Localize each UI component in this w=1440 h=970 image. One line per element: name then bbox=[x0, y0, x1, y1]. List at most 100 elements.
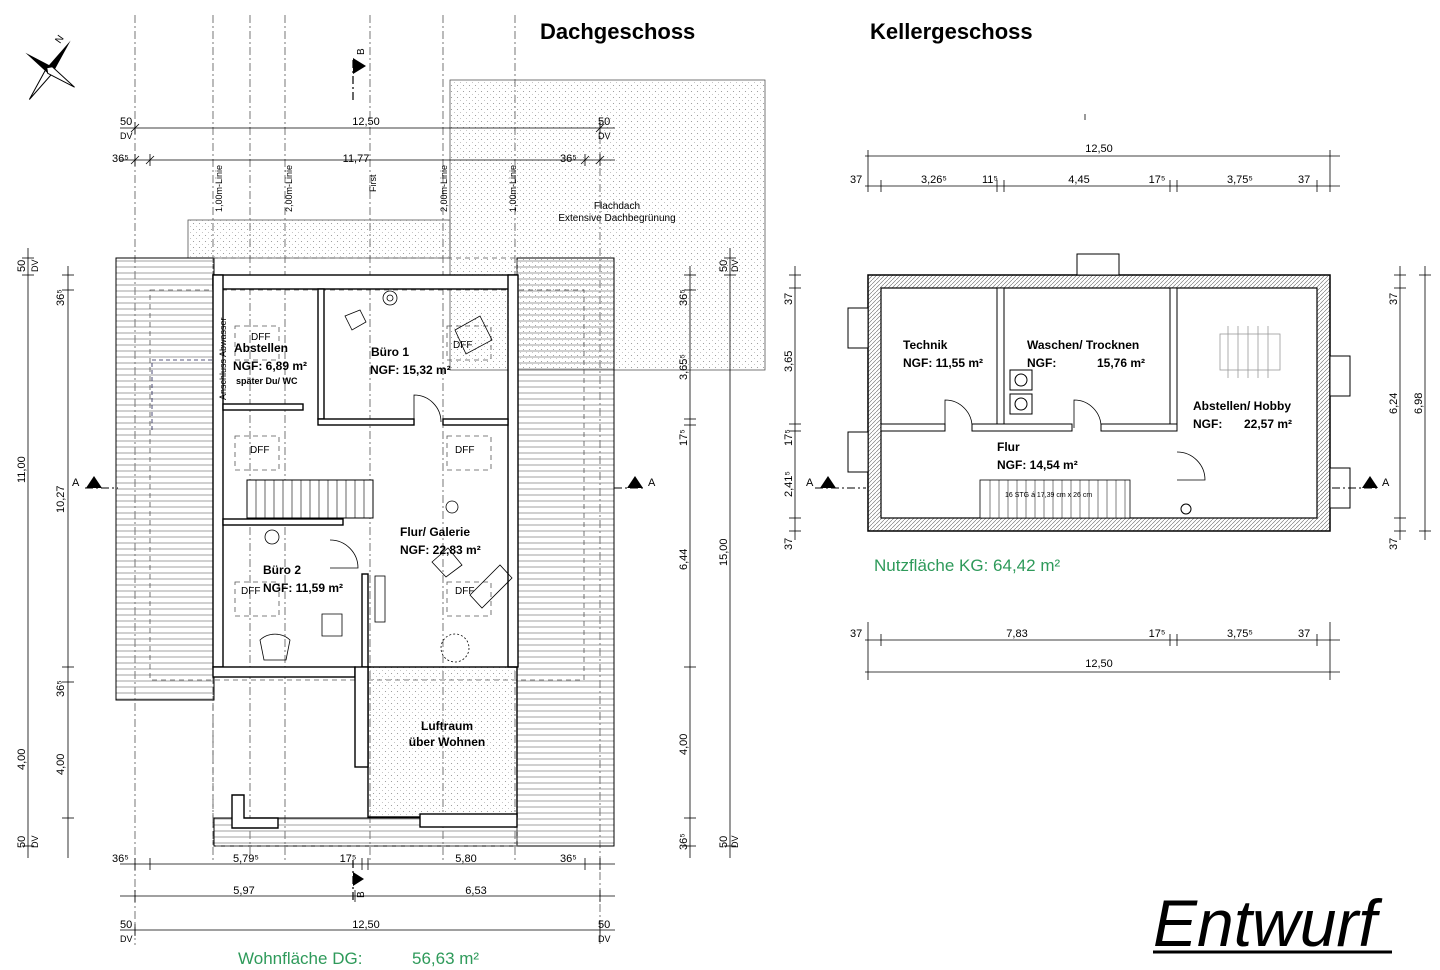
dim-dg-left-overhang-top-sub: DV bbox=[30, 259, 40, 272]
kg-room-flur-name: Flur bbox=[997, 440, 1020, 454]
dim-dg-top-inner: 11,77 bbox=[343, 153, 370, 165]
dim-kg-top-abstellen: 3,75⁵ bbox=[1227, 174, 1253, 186]
wall-south-west bbox=[212, 666, 356, 678]
dim-dg-top-wall-left: 36⁵ bbox=[112, 153, 129, 165]
door-buero2 bbox=[329, 539, 359, 569]
room-abstellen-area: NGF: 6,89 m² bbox=[233, 359, 307, 373]
dim-dg-right-total: 15,00 bbox=[718, 538, 730, 566]
kg-room-abstellen-area-value: 22,57 m² bbox=[1244, 417, 1292, 431]
line-label-2m-left: 2,00m-Linie bbox=[284, 165, 294, 212]
dim-dg-right-overhang-bottom-sub: DV bbox=[730, 835, 740, 848]
dim-dg-right-wall-mid: 17⁵ bbox=[678, 429, 690, 446]
north-label: N bbox=[53, 33, 66, 45]
dim-dg-left-upper-total: 11,00 bbox=[16, 456, 28, 483]
dim-kg-bottom-east: 3,75⁵ bbox=[1227, 628, 1253, 640]
section-a-kg-left-marker bbox=[815, 476, 866, 489]
dim-kg-top-wall-b: 17⁵ bbox=[1149, 174, 1166, 186]
dg-dims-top bbox=[120, 122, 615, 166]
room-abstellen-note: später Du/ WC bbox=[236, 376, 298, 386]
skylight-label-1: DFF bbox=[251, 332, 270, 343]
dim-kg-top-total: 12,50 bbox=[1085, 143, 1113, 155]
skylights bbox=[234, 325, 492, 617]
dim-dg-top-overhang-left: 50 bbox=[120, 116, 132, 128]
usable-area-basement: Nutzfläche KG: 64,42 m² bbox=[874, 556, 1060, 575]
dim-kg-top-wall-left: 37 bbox=[850, 174, 862, 186]
living-area-value: 56,63 m² bbox=[412, 949, 479, 968]
dim-kg-top-technik: 3,26⁵ bbox=[921, 174, 947, 186]
dg-dims-right bbox=[684, 248, 736, 858]
room-buero2-name: Büro 2 bbox=[263, 563, 301, 577]
room-abstellen-name: Abstellen bbox=[234, 341, 288, 355]
dim-dg-left-overhang-bottom-sub: DV bbox=[30, 835, 40, 848]
section-a-dg-left-marker bbox=[85, 476, 118, 489]
roof-strip bbox=[187, 219, 451, 259]
dim-dg-left-lower-inner: 4,00 bbox=[55, 754, 67, 775]
kg-room-waschen-area: NGF: bbox=[1027, 356, 1056, 370]
wall-buero2-east bbox=[361, 573, 369, 668]
line-label-2m-right: 2,00m-Linie bbox=[439, 165, 449, 212]
dim-dg-bottom-total: 12,50 bbox=[352, 919, 380, 931]
skylight-label-5: DFF bbox=[241, 586, 260, 597]
dim-dg-left-overhang-top: 50 bbox=[16, 260, 28, 272]
void-area bbox=[367, 666, 518, 818]
wall-fragment bbox=[231, 794, 279, 829]
sewer-pipe bbox=[151, 359, 215, 430]
dim-dg-bottom-west-part: 5,97 bbox=[233, 885, 254, 897]
dim-dg-right-flur: 6,44 bbox=[678, 549, 690, 570]
dim-kg-bottom-wall-left: 37 bbox=[850, 628, 862, 640]
dim-kg-top-wall-right: 37 bbox=[1298, 174, 1310, 186]
dim-dg-top-overhang-left-sub: DV bbox=[120, 131, 133, 141]
dim-dg-top-overhang-right-sub: DV bbox=[598, 131, 611, 141]
roof-slope-west bbox=[115, 257, 215, 701]
wall-buero1-south-a bbox=[317, 418, 415, 426]
dim-kg-left-technik: 3,65 bbox=[783, 351, 795, 372]
dim-kg-bottom-wall-mid: 17⁵ bbox=[1149, 628, 1166, 640]
dim-dg-left-wall-top: 36⁵ bbox=[55, 289, 67, 306]
section-b-top-marker bbox=[352, 58, 366, 100]
dim-dg-bottom-wall-mid: 17⁵ bbox=[340, 853, 357, 865]
dim-dg-top-total: 12,50 bbox=[352, 116, 380, 128]
staircase bbox=[246, 479, 374, 519]
kg-room-abstellen-name: Abstellen/ Hobby bbox=[1193, 399, 1291, 413]
room-flur-area: NGF: 22,83 m² bbox=[400, 543, 481, 557]
kg-room-flur-area: NGF: 14,54 m² bbox=[997, 458, 1078, 472]
line-label-1m-left: 1,00m-Linie bbox=[214, 165, 224, 212]
dim-kg-left-flur: 2,41⁵ bbox=[783, 471, 795, 497]
kg-dims-left bbox=[789, 266, 801, 540]
dim-dg-bottom-void: 5,80 bbox=[455, 853, 476, 865]
section-b-top-label: B bbox=[356, 48, 367, 55]
dim-dg-top-overhang-right: 50 bbox=[598, 116, 610, 128]
dim-dg-bottom-overhang-left: 50 bbox=[120, 919, 132, 931]
door-buero1 bbox=[413, 394, 442, 423]
dim-dg-right-void: 4,00 bbox=[678, 734, 690, 755]
basement-title: Kellergeschoss bbox=[870, 19, 1033, 44]
kg-building bbox=[847, 253, 1351, 532]
kg-dims-right bbox=[1394, 266, 1431, 540]
wall-buero2-north bbox=[222, 518, 344, 526]
dim-dg-left-wall-bottom: 36⁵ bbox=[55, 680, 67, 697]
dim-dg-bottom-overhang-left-sub: DV bbox=[120, 934, 133, 944]
kg-dims-bottom bbox=[865, 622, 1340, 680]
room-void-subtitle: über Wohnen bbox=[409, 735, 485, 749]
roof-slope-east bbox=[516, 257, 615, 847]
draft-stamp: Entwurf bbox=[1153, 886, 1383, 960]
dim-dg-left-upper-inner: 10,27 bbox=[55, 485, 67, 513]
room-flur-name: Flur/ Galerie bbox=[400, 525, 470, 539]
wall-void-south bbox=[419, 813, 518, 828]
section-b-bottom-marker bbox=[352, 860, 364, 900]
dim-dg-bottom-overhang-right-sub: DV bbox=[598, 934, 611, 944]
kg-room-technik-area: NGF: 11,55 m² bbox=[903, 356, 983, 370]
section-a-dg-right-label: A bbox=[648, 477, 656, 489]
wall-abstellen-south bbox=[222, 403, 304, 411]
dim-dg-bottom-overhang-right: 50 bbox=[598, 919, 610, 931]
kg-room-technik-name: Technik bbox=[903, 338, 948, 352]
room-buero2-area: NGF: 11,59 m² bbox=[263, 581, 343, 595]
skylight-label-6: DFF bbox=[455, 586, 474, 597]
room-buero1-area: NGF: 15,32 m² bbox=[370, 363, 451, 377]
dim-dg-bottom-wall-left: 36⁵ bbox=[112, 853, 129, 865]
kg-room-waschen-name: Waschen/ Trocknen bbox=[1027, 338, 1139, 352]
dim-kg-bottom-wall-right: 37 bbox=[1298, 628, 1310, 640]
wall-buero1-west bbox=[317, 288, 325, 420]
living-area-label: Wohnfläche DG: bbox=[238, 949, 362, 968]
section-b-bottom-label: B bbox=[356, 891, 367, 898]
